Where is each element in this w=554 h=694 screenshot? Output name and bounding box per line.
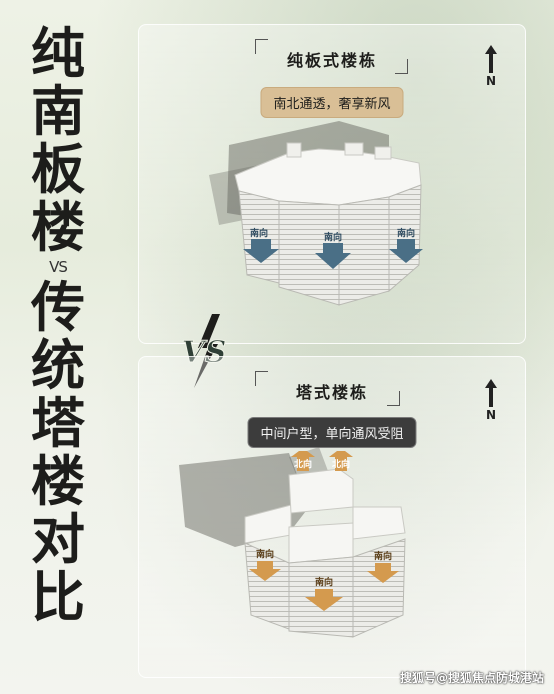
title-char: 纯 bbox=[31, 21, 85, 85]
north-label: N bbox=[485, 74, 497, 88]
title-bracket-left bbox=[255, 39, 268, 54]
title-char: 楼 bbox=[31, 449, 85, 513]
building-roof bbox=[352, 506, 406, 540]
direction-label: 南向 bbox=[256, 548, 274, 560]
direction-label: 北向 bbox=[294, 458, 312, 470]
title-char: 板 bbox=[31, 137, 85, 201]
feature-tag: 南北通透，奢享新风 bbox=[260, 87, 404, 118]
building-facade bbox=[352, 538, 406, 638]
roof-block bbox=[286, 142, 302, 158]
north-arrow-orange-icon bbox=[329, 451, 353, 471]
panel-title: 纯板式楼栋 bbox=[286, 51, 377, 70]
north-indicator: N bbox=[481, 379, 501, 422]
tower-building-panel: 塔式楼栋 中间户型，单向通风受阻 N 北向 北向 南向 南向 南向 bbox=[138, 356, 526, 678]
north-arrow-icon bbox=[485, 45, 497, 73]
title-char: 统 bbox=[31, 333, 85, 397]
direction-label: 南向 bbox=[324, 231, 342, 243]
direction-label: 南向 bbox=[397, 227, 415, 239]
north-arrow-icon bbox=[485, 379, 497, 407]
north-indicator: N bbox=[481, 45, 501, 88]
title-char: 楼 bbox=[31, 195, 85, 259]
direction-label: 南向 bbox=[374, 550, 392, 562]
slab-building-illustration: 南向 南向 南向 bbox=[209, 121, 423, 306]
south-arrow-icon bbox=[243, 239, 279, 263]
north-arrow-orange-icon bbox=[291, 451, 315, 471]
north-label: N bbox=[485, 408, 497, 422]
feature-tag: 中间户型，单向通风受阻 bbox=[247, 417, 417, 448]
roof-block bbox=[374, 146, 392, 160]
south-arrow-orange-icon bbox=[305, 589, 343, 611]
building-roof bbox=[288, 468, 354, 514]
watermark: 搜狐号@搜狐焦点防城港站 bbox=[399, 671, 544, 685]
south-arrow-icon bbox=[389, 239, 423, 263]
direction-label: 南向 bbox=[250, 227, 268, 239]
vs-mark: VS bbox=[181, 314, 227, 388]
south-arrow-icon bbox=[315, 243, 351, 269]
title-vs: VS bbox=[49, 258, 68, 276]
direction-label: 南向 bbox=[315, 576, 333, 588]
title-char: 南 bbox=[31, 79, 85, 143]
south-arrow-orange-icon bbox=[367, 563, 399, 583]
title-bracket-right bbox=[387, 391, 400, 406]
title-char: 对 bbox=[31, 507, 85, 571]
vs-label: VS bbox=[182, 335, 227, 370]
direction-label: 北向 bbox=[332, 458, 350, 470]
vertical-title: 纯 南 板 楼 VS 传 统 塔 楼 对 比 bbox=[18, 24, 98, 626]
building-facade bbox=[388, 184, 422, 293]
title-bracket-left bbox=[255, 371, 268, 386]
title-char: 传 bbox=[31, 275, 85, 339]
title-char: 塔 bbox=[31, 391, 85, 455]
title-bracket-right bbox=[395, 59, 408, 74]
slab-building-panel: 纯板式楼栋 南北通透，奢享新风 N 南 bbox=[138, 24, 526, 344]
building-facade bbox=[338, 196, 390, 306]
building-roof bbox=[288, 522, 354, 564]
title-char: 比 bbox=[31, 565, 85, 629]
roof-block bbox=[344, 142, 364, 156]
lightning-icon bbox=[194, 314, 220, 388]
tower-building-illustration: 北向 北向 南向 南向 南向 bbox=[179, 447, 406, 638]
south-arrow-orange-icon bbox=[249, 561, 281, 581]
panel-title: 塔式楼栋 bbox=[295, 383, 368, 402]
